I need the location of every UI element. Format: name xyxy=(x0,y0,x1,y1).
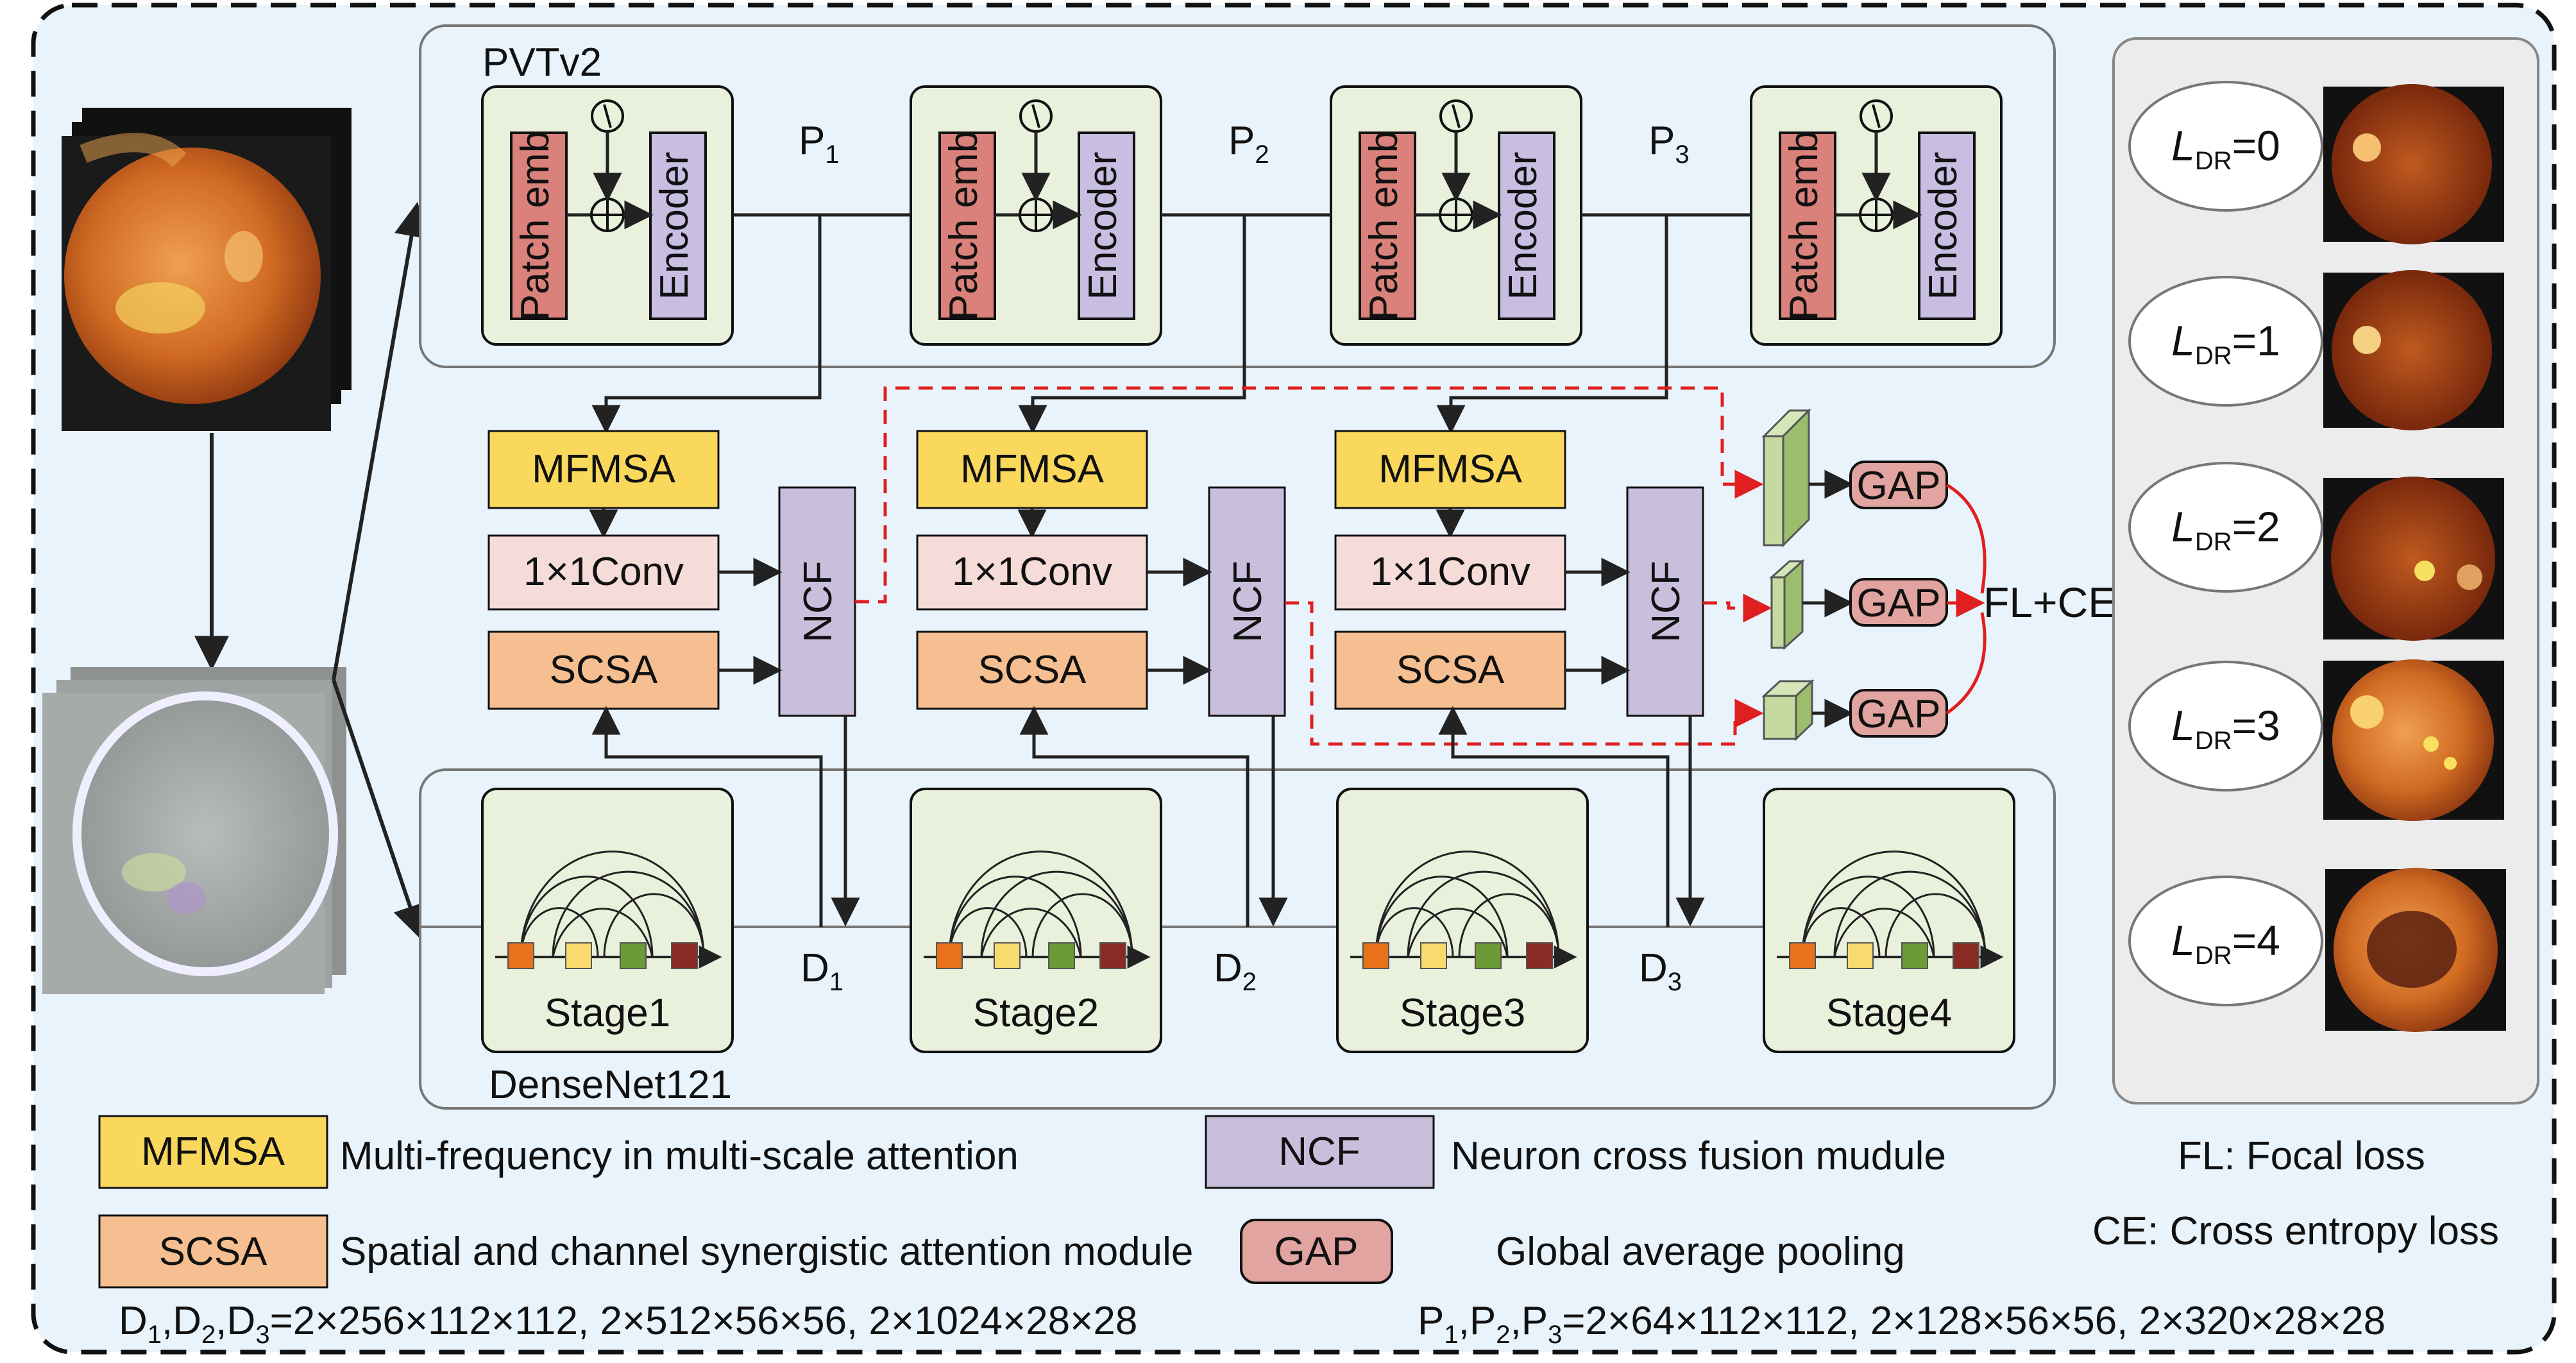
gap-label: GAP xyxy=(1857,464,1941,508)
patch-emb-label: Patch emb xyxy=(1362,131,1406,321)
legend-mfmsa-swatch xyxy=(98,1115,328,1189)
feature-cube-small xyxy=(1761,679,1815,741)
svg-text:LDR=4: LDR=4 xyxy=(2171,917,2280,970)
grade-1: LDR=1 xyxy=(2128,270,2504,430)
gap-label: GAP xyxy=(1857,692,1941,736)
fusion-group-1: MFMSA 1×1Conv SCSA NCF xyxy=(487,430,856,717)
legend-ncf-desc: Neuron cross fusion mudule xyxy=(1451,1134,1946,1178)
dense-stage-1: Stage1 xyxy=(481,788,734,1053)
pvt-block-1: Patch emb Encoder xyxy=(481,85,734,346)
d1-label: D1 xyxy=(801,946,843,996)
svg-text:LDR=2: LDR=2 xyxy=(2171,503,2280,556)
input-fundus-stack xyxy=(62,108,352,431)
fusion-group-2: MFMSA 1×1Conv SCSA NCF xyxy=(916,430,1286,717)
conv-label: 1×1Conv xyxy=(523,550,684,594)
svg-text:LDR=1: LDR=1 xyxy=(2171,317,2280,370)
stage-label: Stage3 xyxy=(1400,991,1526,1035)
feature-cube-large xyxy=(1761,408,1811,548)
d-dims: D1,D2,D3=2×256×112×112, 2×512×56×56, 2×1… xyxy=(119,1299,1137,1349)
ncf-label: NCF xyxy=(1226,561,1270,642)
grade-3: LDR=3 xyxy=(2128,659,2504,821)
svg-text:LDR=0: LDR=0 xyxy=(2171,122,2280,175)
densenet-panel xyxy=(419,768,2056,1110)
scsa-label: SCSA xyxy=(550,648,658,692)
pvt-title: PVTv2 xyxy=(482,40,602,85)
stage-label: Stage1 xyxy=(545,991,671,1035)
legend-fl-desc: FL: Focal loss xyxy=(2178,1134,2425,1178)
legend-scsa-desc: Spatial and channel synergistic attentio… xyxy=(340,1230,1193,1274)
p3-label: P3 xyxy=(1648,119,1690,169)
pvt-panel xyxy=(419,24,2056,368)
ncf-label: NCF xyxy=(1644,561,1688,642)
legend-gap-desc: Global average pooling xyxy=(1496,1230,1905,1274)
scsa-label: SCSA xyxy=(978,648,1087,692)
p1-label: P1 xyxy=(799,119,840,169)
grade-2: LDR=2 xyxy=(2128,462,2504,641)
densenet-title: DenseNet121 xyxy=(489,1063,732,1107)
feature-cube-medium xyxy=(1769,559,1805,650)
stage-label: Stage2 xyxy=(973,991,1099,1035)
d3-label: D3 xyxy=(1639,946,1682,996)
legend-mfmsa-desc: Multi-frequency in multi-scale attention xyxy=(340,1134,1019,1178)
pvt-block-4: Patch emb Encoder xyxy=(1750,85,2003,346)
svg-text:LDR=3: LDR=3 xyxy=(2171,702,2280,755)
grade-4: LDR=4 xyxy=(2128,868,2506,1032)
legend-ce-desc: CE: Cross entropy loss xyxy=(2092,1209,2499,1253)
d2-label: D2 xyxy=(1214,946,1257,996)
legend-gap-swatch xyxy=(1240,1219,1393,1284)
input-preprocessed-stack xyxy=(42,667,346,994)
mfmsa-label: MFMSA xyxy=(1378,447,1523,491)
patch-emb-label: Patch emb xyxy=(513,131,557,321)
encoder-label: Encoder xyxy=(1921,152,1965,300)
stage-label: Stage4 xyxy=(1826,991,1953,1035)
fusion-group-3: MFMSA 1×1Conv SCSA NCF xyxy=(1334,430,1704,717)
conv-label: 1×1Conv xyxy=(1370,550,1530,594)
p2-label: P2 xyxy=(1228,119,1269,169)
dense-stage-3: Stage3 xyxy=(1336,788,1589,1053)
dense-stage-2: Stage2 xyxy=(910,788,1162,1053)
gap-label: GAP xyxy=(1857,581,1941,625)
ncf-label: NCF xyxy=(796,561,840,642)
mfmsa-label: MFMSA xyxy=(960,447,1105,491)
legend-gap-key: GAP xyxy=(1275,1230,1359,1274)
legend-ncf-swatch xyxy=(1205,1115,1435,1189)
loss-label: FL+CE xyxy=(1983,579,2116,626)
conv-label: 1×1Conv xyxy=(952,550,1112,594)
encoder-label: Encoder xyxy=(1501,152,1545,300)
grade-0: LDR=0 xyxy=(2128,81,2504,244)
legend-scsa-key: SCSA xyxy=(159,1230,267,1274)
dense-stage-4: Stage4 xyxy=(1763,788,2015,1053)
patch-emb-label: Patch emb xyxy=(942,131,986,321)
legend-scsa-swatch xyxy=(98,1214,328,1289)
encoder-label: Encoder xyxy=(1081,152,1125,300)
legend-ncf-key: NCF xyxy=(1278,1130,1360,1174)
pvt-block-2: Patch emb Encoder xyxy=(910,85,1162,346)
scsa-label: SCSA xyxy=(1396,648,1505,692)
patch-emb-label: Patch emb xyxy=(1782,131,1826,321)
p-dims: P1,P2,P3=2×64×112×112, 2×128×56×56, 2×32… xyxy=(1418,1299,2385,1349)
pvt-block-3: Patch emb Encoder xyxy=(1330,85,1582,346)
legend-mfmsa-key: MFMSA xyxy=(141,1130,285,1174)
mfmsa-label: MFMSA xyxy=(532,447,676,491)
encoder-label: Encoder xyxy=(652,152,697,300)
